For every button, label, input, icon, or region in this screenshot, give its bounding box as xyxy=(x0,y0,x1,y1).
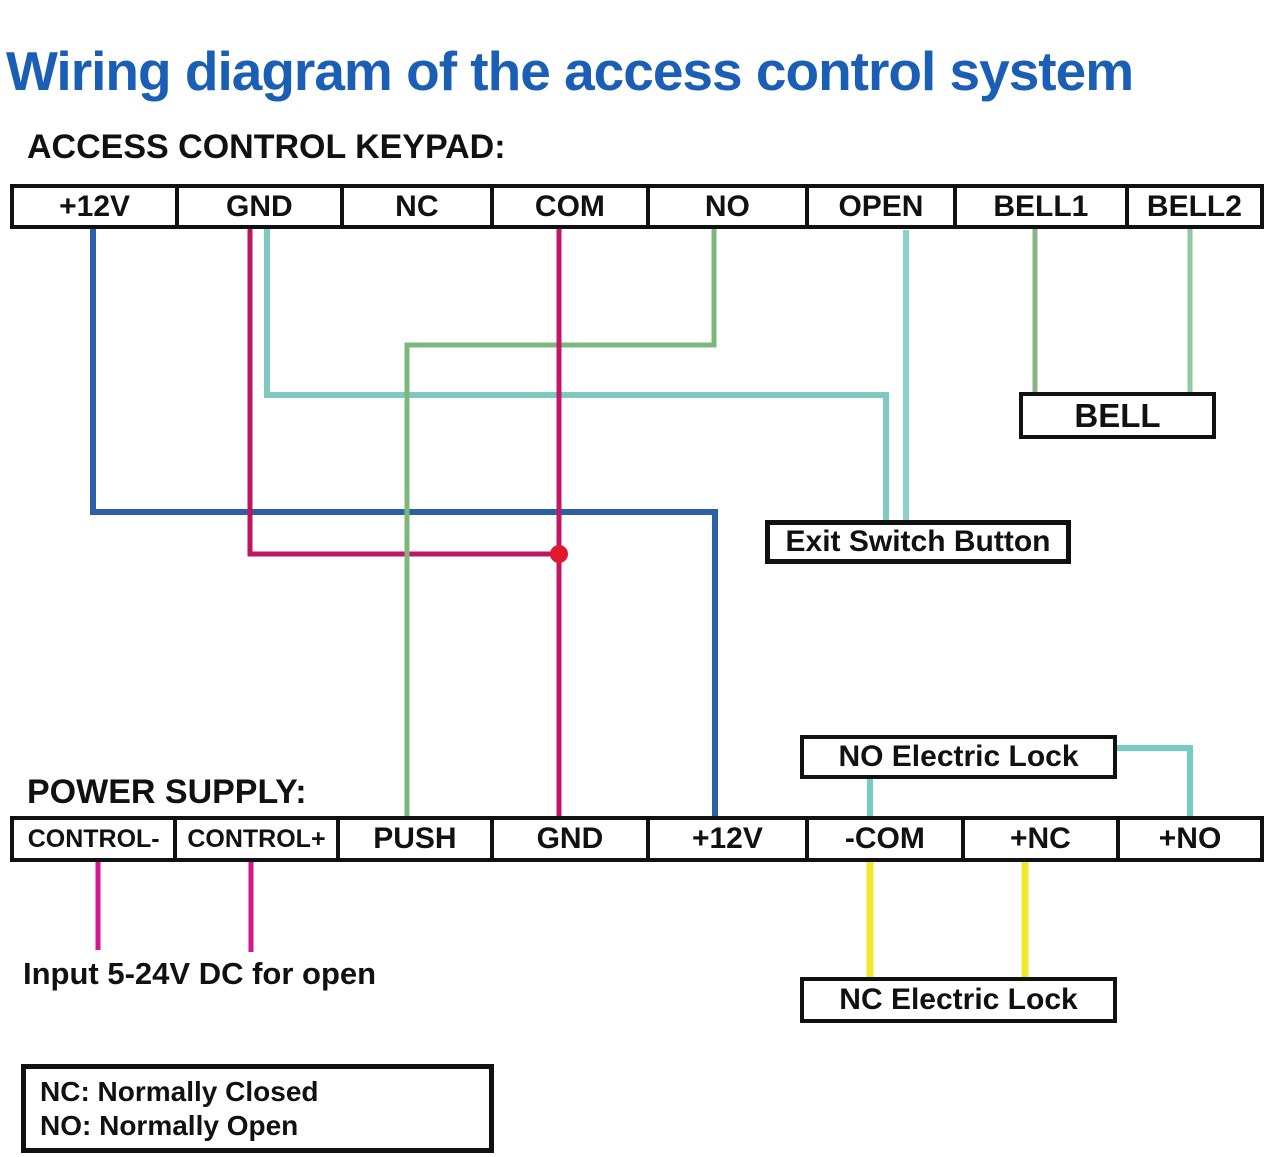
keypad-terminal-label: +12V xyxy=(59,189,131,223)
keypad-terminal-label: BELL2 xyxy=(1146,189,1242,223)
psu-terminal-label: PUSH xyxy=(373,822,457,855)
keypad-terminal-label: GND xyxy=(226,189,293,223)
psu-terminal-label: -COM xyxy=(844,822,925,855)
keypad-terminal-gnd: GND xyxy=(175,188,340,225)
psu-terminal-control-: CONTROL- xyxy=(14,820,174,858)
no-electric-lock-label: NO Electric Lock xyxy=(838,740,1079,773)
psu-terminal-+nc: +NC xyxy=(960,820,1117,858)
keypad-terminal-+12v: +12V xyxy=(14,188,176,225)
nc-electric-lock-label: NC Electric Lock xyxy=(839,983,1078,1016)
power-supply-section-label: POWER SUPPLY: xyxy=(27,773,307,811)
no-electric-lock-box: NO Electric Lock xyxy=(800,735,1117,779)
keypad-terminal-no: NO xyxy=(645,188,806,225)
legend-box: NC: Normally Closed NO: Normally Open xyxy=(21,1064,494,1153)
psu-terminal-control+: CONTROL+ xyxy=(173,820,336,858)
keypad-terminal-nc: NC xyxy=(339,188,491,225)
legend-line-no: NO: Normally Open xyxy=(40,1109,299,1141)
wire-keypad-12v-to-psu-12v xyxy=(90,226,718,818)
bell-box-label: BELL xyxy=(1074,396,1161,434)
wire-keypad-gnd-to-junction xyxy=(247,226,557,557)
keypad-terminal-com: COM xyxy=(490,188,646,225)
psu-terminal-+no: +NO xyxy=(1116,820,1260,858)
psu-terminal-label: CONTROL- xyxy=(27,824,160,853)
bell-box: BELL xyxy=(1019,392,1216,439)
keypad-terminal-label: NC xyxy=(395,189,439,223)
exit-switch-button-label: Exit Switch Button xyxy=(785,525,1051,558)
page-title: Wiring diagram of the access control sys… xyxy=(6,39,1134,102)
keypad-terminal-label: NO xyxy=(704,189,750,223)
psu-terminal-+12v: +12V xyxy=(645,820,806,858)
nc-electric-lock-box: NC Electric Lock xyxy=(800,977,1117,1023)
keypad-terminal-open: OPEN xyxy=(805,188,953,225)
keypad-terminal-row: +12V GND NC COM NO OPEN BELL1 BELL2 xyxy=(10,184,1264,229)
psu-terminal-push: PUSH xyxy=(335,820,491,858)
input-voltage-note: Input 5-24V DC for open xyxy=(23,956,377,991)
wire-psu-no-to-nolock xyxy=(1115,745,1193,818)
legend-line-nc: NC: Normally Closed xyxy=(40,1075,319,1107)
keypad-terminal-label: BELL1 xyxy=(993,189,1089,223)
psu-terminal--com: -COM xyxy=(805,820,961,858)
psu-terminal-label: CONTROL+ xyxy=(187,824,326,853)
psu-terminal-label: +12V xyxy=(691,822,763,855)
wire-junction-dot xyxy=(550,545,568,563)
power-supply-terminal-row: CONTROL- CONTROL+ PUSH GND +12V -COM +NC +NO xyxy=(10,816,1264,862)
exit-switch-button-box: Exit Switch Button xyxy=(765,520,1071,564)
keypad-terminal-bell2: BELL2 xyxy=(1124,188,1260,225)
keypad-terminal-label: COM xyxy=(534,189,605,223)
psu-terminal-label: GND xyxy=(536,822,604,855)
psu-terminal-label: +NC xyxy=(1009,822,1071,855)
psu-terminal-gnd: GND xyxy=(490,820,646,858)
wire-keypad-gnd-to-exit-switch xyxy=(264,226,889,522)
keypad-terminal-label: OPEN xyxy=(838,189,924,223)
keypad-terminal-bell1: BELL1 xyxy=(952,188,1125,225)
keypad-section-label: ACCESS CONTROL KEYPAD: xyxy=(27,128,506,166)
psu-terminal-label: +NO xyxy=(1158,822,1222,855)
